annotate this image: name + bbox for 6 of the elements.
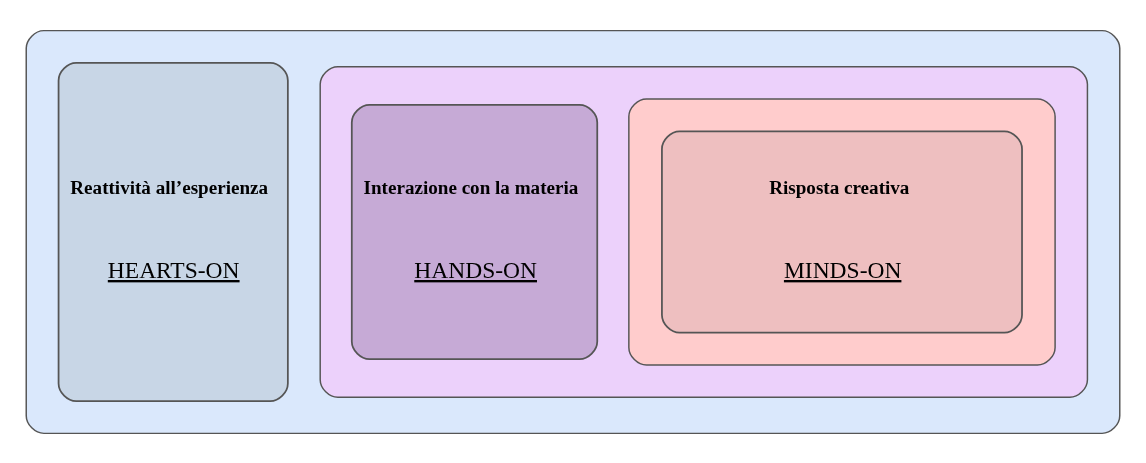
cluster bbox=[319, 65, 1089, 398]
node-box: Interazione con la materia HANDS-ON bbox=[350, 103, 599, 360]
cluster bbox=[628, 97, 1056, 366]
cluster bbox=[25, 29, 1121, 434]
node-box: Risposta creativa MINDS-ON bbox=[661, 129, 1023, 334]
node-box: Reattività all’esperienza HEARTS-ON bbox=[57, 61, 289, 402]
